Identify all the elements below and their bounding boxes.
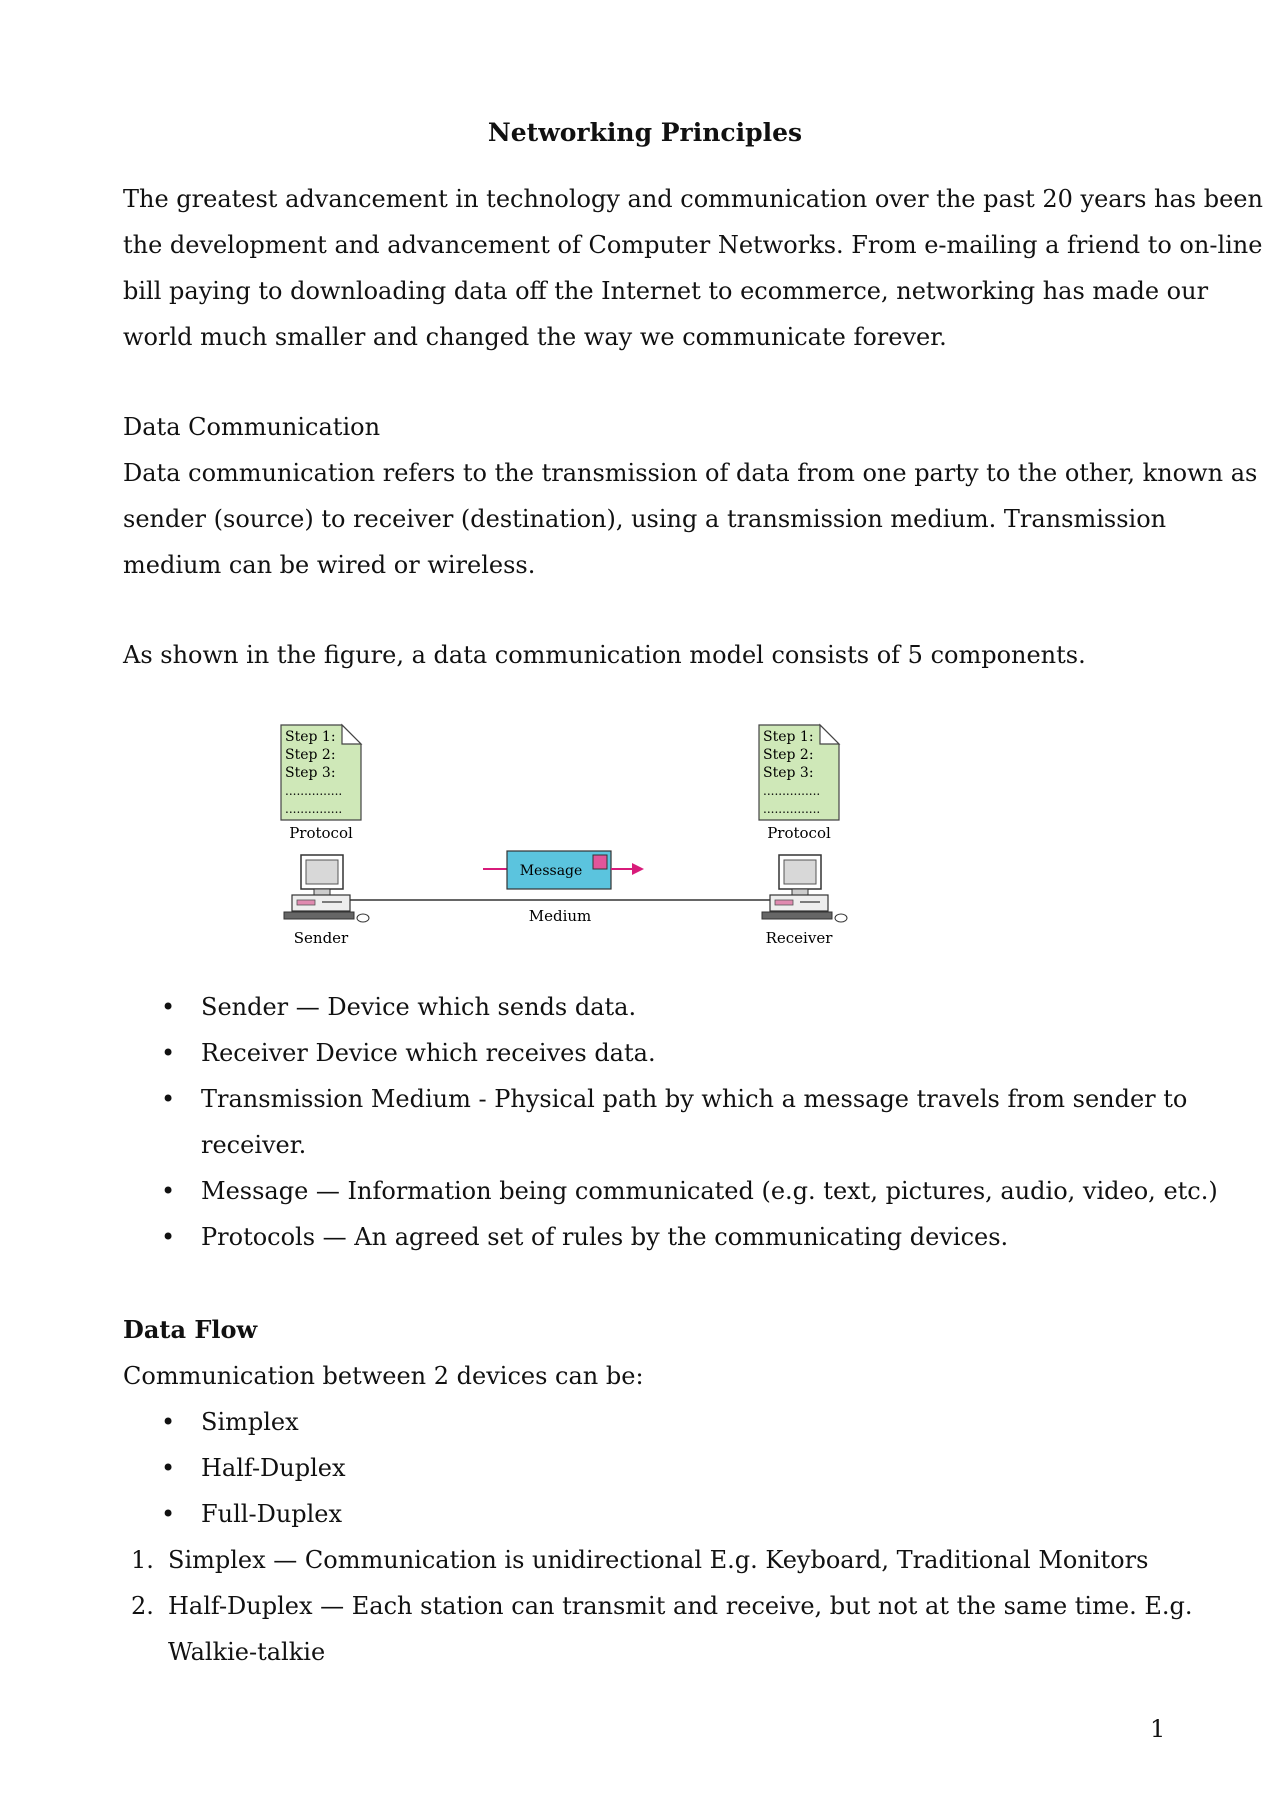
receiver-computer-icon xyxy=(761,854,848,923)
receiver-step-dots: ............... xyxy=(763,802,820,816)
receiver-step-3: Step 3: xyxy=(763,765,814,781)
data-flow-numbered-list: 1. Simplex — Communication is unidirectio… xyxy=(123,1537,1192,1675)
sender-label: Sender xyxy=(294,929,349,947)
sender-protocol-label: Protocol xyxy=(289,824,353,842)
numbered-item: 1. Simplex — Communication is unidirectio… xyxy=(123,1537,1173,1583)
item-text: Walkie-talkie xyxy=(168,1638,326,1666)
list-item-text: Transmission Medium - Physical path by w… xyxy=(201,1085,1188,1113)
receiver-step-1: Step 1: xyxy=(763,729,814,745)
receiver-step-2: Step 2: xyxy=(763,747,814,763)
list-item-continuation: receiver. xyxy=(123,1122,1173,1168)
list-item-text: Half-Duplex xyxy=(201,1454,346,1482)
receiver-label: Receiver xyxy=(766,929,834,947)
data-flow-section: Data Flow Communication between 2 device… xyxy=(123,1307,1173,1399)
list-item-text: Full-Duplex xyxy=(201,1500,343,1528)
section-line: medium can be wired or wireless. xyxy=(123,551,536,579)
list-item-text: Receiver Device which receives data. xyxy=(201,1039,656,1067)
item-number: 1. xyxy=(131,1546,154,1574)
receiver-protocol-label: Protocol xyxy=(767,824,831,842)
list-item: •Transmission Medium - Physical path by … xyxy=(161,1085,1188,1113)
receiver-step-dots: ............... xyxy=(763,784,820,798)
list-item: •Message — Information being communicate… xyxy=(161,1177,1218,1205)
data-flow-intro: Communication between 2 devices can be: xyxy=(123,1362,644,1390)
data-communication-section: Data Communication Data communication re… xyxy=(123,404,1258,588)
numbered-item-continuation: Walkie-talkie xyxy=(123,1629,1173,1675)
list-item: •Receiver Device which receives data. xyxy=(161,1039,656,1067)
list-item: •Sender — Device which sends data. xyxy=(161,993,637,1021)
list-item: •Half-Duplex xyxy=(161,1454,346,1482)
section-heading: Data Flow xyxy=(123,1315,258,1344)
medium-label: Medium xyxy=(529,907,592,925)
intro-paragraph: The greatest advancement in technology a… xyxy=(123,176,1263,360)
numbered-item: 2. Half-Duplex — Each station can transmi… xyxy=(123,1583,1192,1629)
intro-line: the development and advancement of Compu… xyxy=(123,231,1263,259)
section-line: Data communication refers to the transmi… xyxy=(123,459,1258,487)
intro-line: The greatest advancement in technology a… xyxy=(123,185,1263,213)
list-item: •Protocols — An agreed set of rules by t… xyxy=(161,1223,1009,1251)
sender-step-dots: ............... xyxy=(285,784,342,798)
receiver-protocol-document-icon: Step 1: Step 2: Step 3: ............... … xyxy=(758,723,841,821)
list-item-text: Simplex xyxy=(201,1408,299,1436)
list-item-text: Sender — Device which sends data. xyxy=(201,993,637,1021)
sender-step-2: Step 2: xyxy=(285,747,336,763)
data-communication-figure: Step 1: Step 2: Step 3: ............... … xyxy=(270,715,870,955)
intro-line: bill paying to downloading data off the … xyxy=(123,277,1209,305)
figure-intro: As shown in the figure, a data communica… xyxy=(123,632,1173,678)
list-item: •Full-Duplex xyxy=(161,1500,343,1528)
section-line: sender (source) to receiver (destination… xyxy=(123,505,1167,533)
sender-protocol-document-icon: Step 1: Step 2: Step 3: ............... … xyxy=(280,723,363,821)
sender-step-dots: ............... xyxy=(285,802,342,816)
message-label: Message xyxy=(520,863,583,879)
sender-step-3: Step 3: xyxy=(285,765,336,781)
intro-line: world much smaller and changed the way w… xyxy=(123,323,947,351)
components-list: •Sender — Device which sends data. •Rece… xyxy=(123,984,1218,1260)
page-number: 1 xyxy=(1150,1715,1166,1743)
item-text: Half-Duplex — Each station can transmit … xyxy=(168,1592,1193,1620)
item-number: 2. xyxy=(131,1592,154,1620)
list-item: •Simplex xyxy=(161,1408,299,1436)
list-item-text: Message — Information being communicated… xyxy=(201,1177,1218,1205)
list-item-text: Protocols — An agreed set of rules by th… xyxy=(201,1223,1009,1251)
sender-computer-icon xyxy=(283,854,370,923)
list-item-text: receiver. xyxy=(201,1131,307,1159)
sender-step-1: Step 1: xyxy=(285,729,336,745)
figure-intro-text: As shown in the figure, a data communica… xyxy=(123,641,1086,669)
message-envelope-icon: Message xyxy=(483,850,644,890)
data-flow-modes-list: •Simplex •Half-Duplex •Full-Duplex xyxy=(123,1399,1173,1537)
section-heading: Data Communication xyxy=(123,413,381,441)
item-text: Simplex — Communication is unidirectiona… xyxy=(168,1546,1149,1574)
page-title: Networking Principles xyxy=(487,118,803,147)
